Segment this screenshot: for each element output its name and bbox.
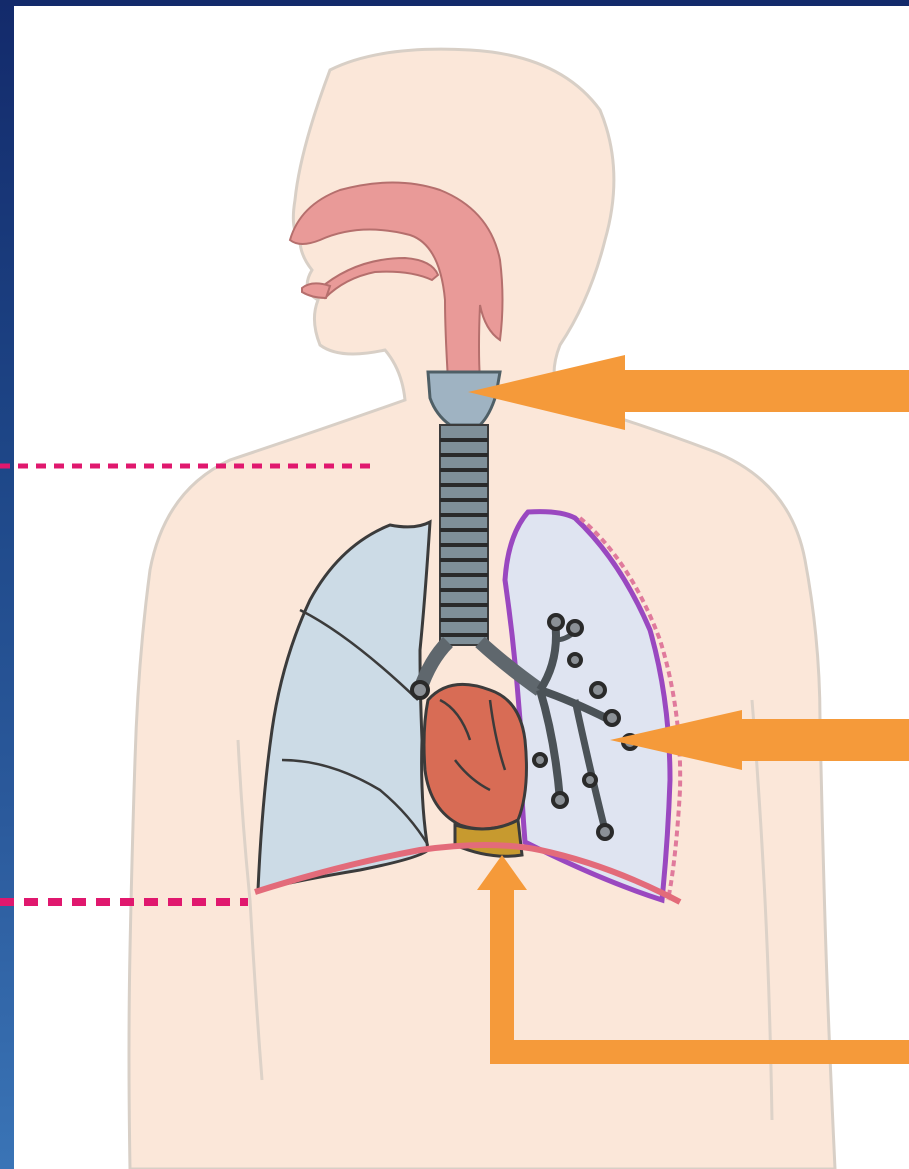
trachea [440, 425, 488, 645]
mouth-area [302, 283, 330, 298]
heart [424, 684, 526, 829]
